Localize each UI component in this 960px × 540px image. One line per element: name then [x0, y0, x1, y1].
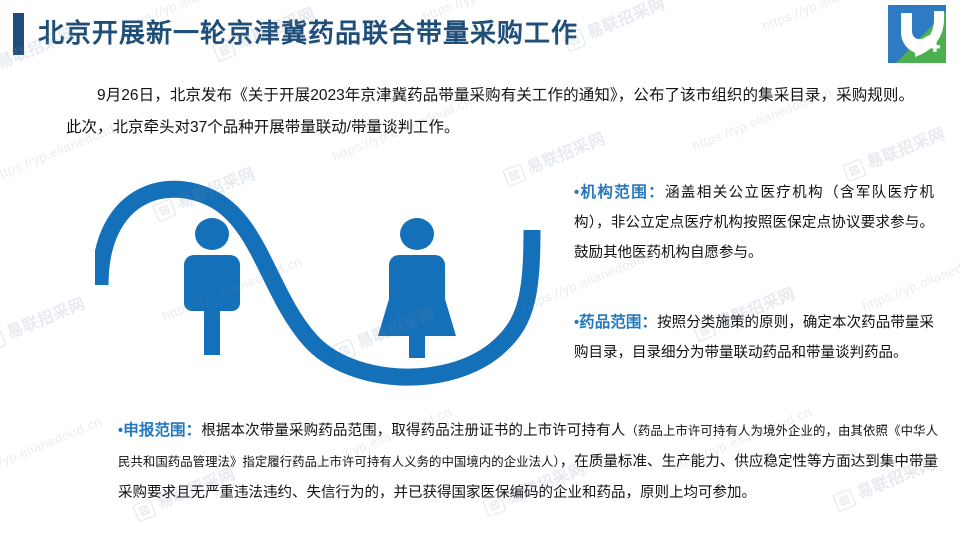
bullet-application-text-paren: （药品上市许可持有人为境外企业的，由其依照《中华人民共和国药品管理法》指定履行药…	[118, 424, 938, 469]
bullet-drug-scope: •药品范围：按照分类施策的原则，确定本次药品带量采购目录，目录细分为带量联动药品…	[574, 308, 934, 368]
female-figure	[378, 218, 456, 358]
watermark-logo-mark: ⊠	[0, 328, 7, 353]
intro-paragraph: 9月26日，北京发布《关于开展2023年京津冀药品带量采购有关工作的通知》，公布…	[66, 87, 914, 136]
title-accent-bar	[13, 13, 24, 55]
bullet-drug-label: 药品范围：	[579, 314, 658, 331]
bullet-marker: •	[574, 315, 580, 331]
bullet-marker: •	[574, 185, 580, 201]
s-curve-path	[91, 180, 541, 386]
bullet-institution-label: 机构范围：	[579, 184, 666, 201]
watermark-item: https://yp.elianedoud.cn	[0, 414, 104, 484]
watermark-text: 易联招采网	[4, 295, 88, 343]
bullet-application-label: 申报范围：	[123, 422, 202, 439]
bullet-institution-text: 涵盖相关公立医疗机构（含军队医疗机构），非公立定点医疗机构按照医保定点协议要求参…	[574, 185, 934, 261]
male-figure	[184, 218, 240, 355]
page-header: 北京开展新一轮京津冀药品联合带量采购工作	[0, 0, 960, 68]
watermark-url: https://yp.elianedoud.cn	[0, 414, 105, 484]
watermark-item: ⊠易联招采网	[0, 290, 88, 353]
bullet-drug-text: 按照分类施策的原则，确定本次药品带量采购目录，目录细分为带量联动药品和带量谈判药…	[574, 315, 934, 361]
bullet-application-text-before: 根据本次带量采购药品范围，取得药品注册证书的上市许可持有人	[201, 423, 626, 439]
bullet-application-text-after: ，在质量标准、生产能力、供应稳定性等方面达到集中带量采购要求且无严重违法违约、失…	[118, 454, 938, 501]
page-title: 北京开展新一轮京津冀药品联合带量采购工作	[38, 18, 579, 48]
bullet-institution-scope: •机构范围：涵盖相关公立医疗机构（含军队医疗机构），非公立定点医疗机构按照医保定…	[574, 178, 934, 268]
bullet-application-scope: •申报范围：根据本次带量采购药品范围，取得药品注册证书的上市许可持有人（药品上市…	[118, 415, 938, 509]
s-curve-illustration	[91, 155, 585, 415]
bullet-marker: •	[118, 423, 124, 439]
yilian-zhaocai-logo	[888, 5, 946, 63]
